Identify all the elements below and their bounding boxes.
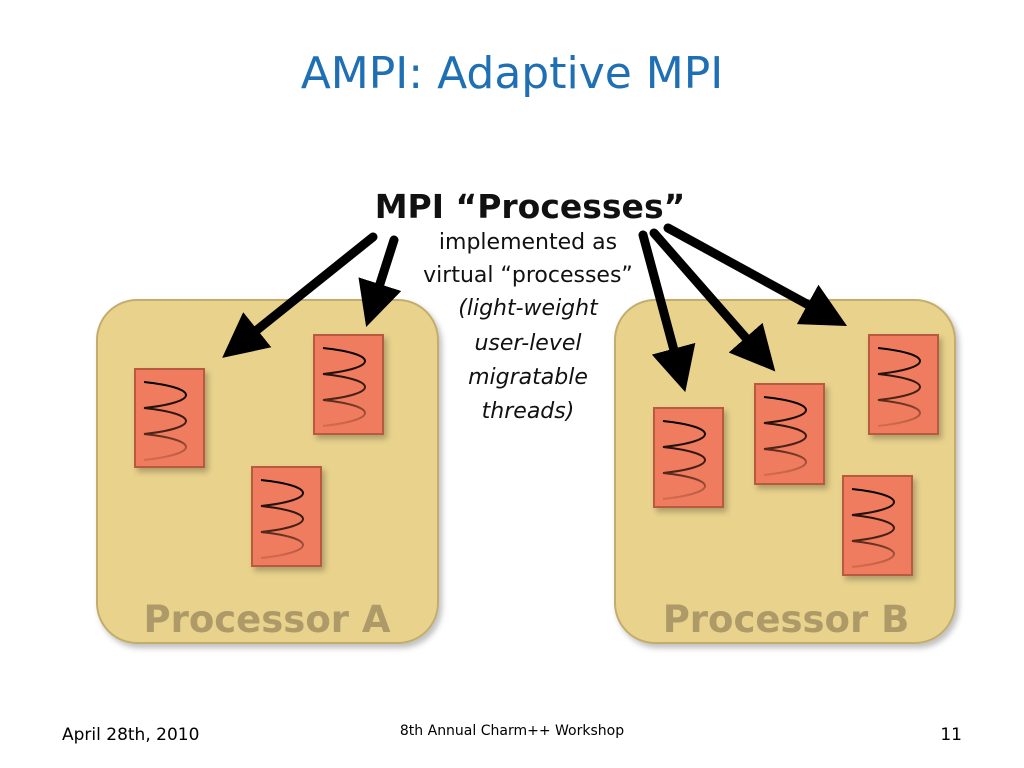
thread-b1 — [653, 407, 724, 508]
description-line-6: threads) — [482, 399, 575, 424]
mpi-processes-heading: MPI “Processes” — [375, 187, 686, 226]
description-line-2: virtual “processes” — [423, 263, 633, 288]
arrow-to-thread-a2 — [358, 235, 402, 328]
arrow-to-thread-b2 — [649, 228, 776, 372]
footer-date: April 28th, 2010 — [62, 725, 200, 745]
processor-b-label: Processor B — [663, 598, 910, 641]
description-line-5: migratable — [468, 365, 588, 390]
description-line-4: user-level — [474, 331, 581, 356]
arrows — [222, 223, 848, 393]
processor-a-label: Processor A — [143, 598, 390, 641]
thread-b2 — [754, 383, 825, 485]
description-line-3: (light-weight — [458, 296, 599, 321]
slide-title: AMPI: Adaptive MPI — [300, 48, 724, 99]
thread-b4 — [842, 475, 913, 576]
arrow-to-thread-a1 — [222, 232, 378, 358]
arrow-to-thread-b3 — [663, 223, 848, 327]
thread-a2 — [313, 334, 384, 435]
description: implemented as virtual “processes” (ligh… — [423, 230, 633, 424]
footer-event: 8th Annual Charm++ Workshop — [399, 723, 625, 739]
description-line-1: implemented as — [439, 230, 617, 255]
arrow-to-thread-b1 — [638, 230, 696, 393]
thread-b3 — [868, 334, 939, 435]
thread-a1 — [134, 368, 205, 468]
footer-page-number: 11 — [940, 725, 962, 745]
thread-a3 — [251, 466, 322, 567]
